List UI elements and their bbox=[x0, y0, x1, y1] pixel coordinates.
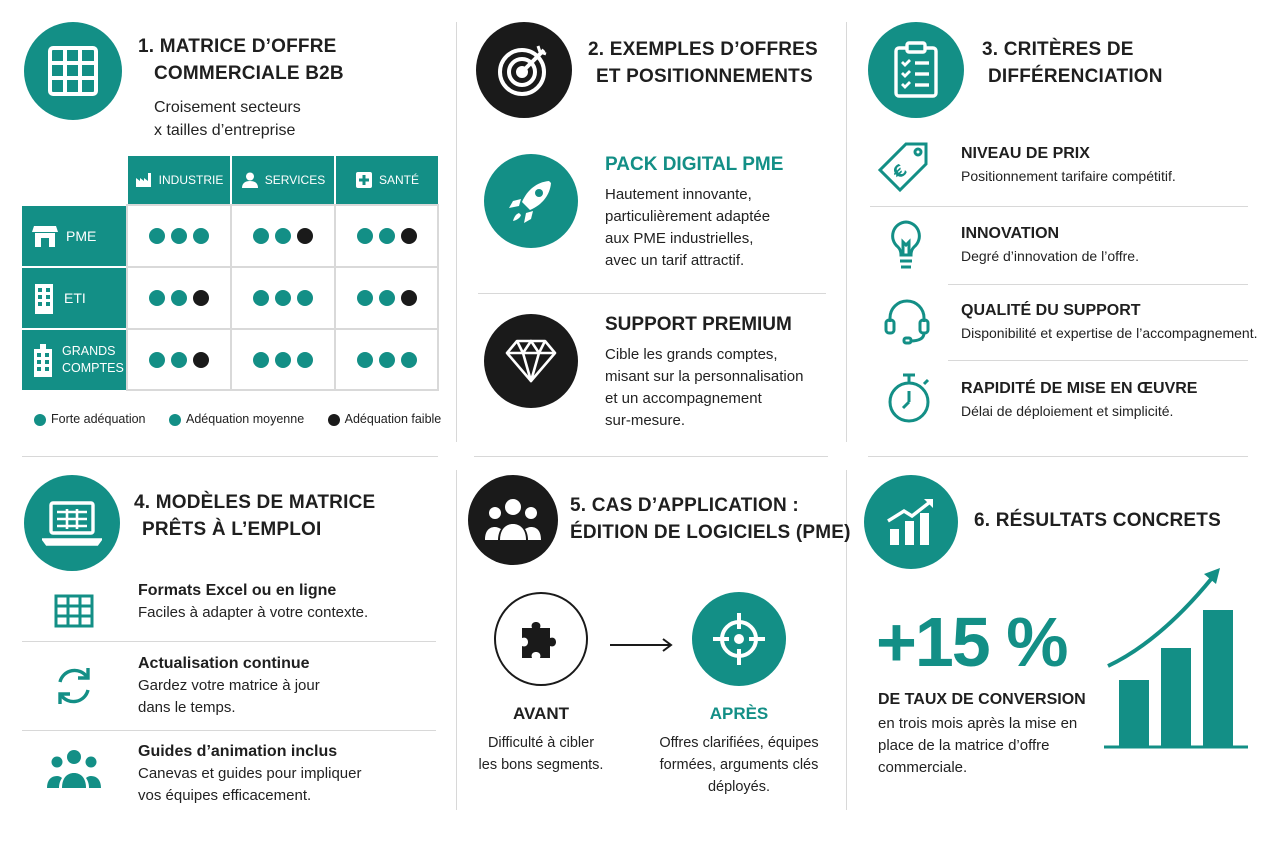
column-header-services: SERVICES bbox=[232, 156, 334, 204]
matrix-cell bbox=[232, 268, 334, 328]
offer-pack-digital: PACK DIGITAL PME Hautement innovante,par… bbox=[605, 154, 783, 272]
growth-arrow bbox=[1107, 576, 1214, 668]
divider bbox=[846, 22, 847, 442]
refresh-icon bbox=[52, 664, 96, 713]
bar-chart-icon bbox=[864, 475, 958, 569]
matrix-legend: Forte adéquation Adéquation moyenne Adéq… bbox=[34, 412, 441, 426]
matrix-cell bbox=[128, 206, 230, 266]
health-cross-icon bbox=[355, 172, 372, 188]
growth-chart-illustration bbox=[1100, 566, 1250, 755]
conversion-result-text: DE TAUX DE CONVERSION en trois mois aprè… bbox=[878, 691, 1086, 776]
column-header-industrie: INDUSTRIE bbox=[128, 156, 230, 204]
shop-icon bbox=[32, 226, 58, 247]
person-icon bbox=[241, 172, 258, 188]
diamond-icon bbox=[484, 314, 578, 408]
group-icon bbox=[468, 475, 558, 565]
matrix-cell bbox=[336, 206, 437, 266]
offer-description: Hautement innovante,particulièrement ada… bbox=[605, 186, 771, 269]
divider bbox=[22, 730, 436, 731]
template-item-guides: Guides d’animation inclus Canevas et gui… bbox=[138, 743, 362, 804]
template-item-formats: Formats Excel ou en ligne Faciles à adap… bbox=[138, 582, 369, 621]
matrix-cell bbox=[232, 330, 334, 389]
puzzle-icon bbox=[494, 592, 588, 686]
criterion-innovation: INNOVATION Degré d’innovation de l’offre… bbox=[961, 225, 1139, 264]
matrix-cell bbox=[128, 268, 230, 328]
laptop-icon bbox=[24, 475, 120, 571]
target-icon bbox=[476, 22, 572, 118]
building-icon bbox=[35, 284, 53, 314]
growth-bar bbox=[1119, 680, 1149, 746]
legend-item: Adéquation faible bbox=[327, 412, 441, 426]
divider bbox=[846, 470, 847, 810]
divider bbox=[22, 456, 438, 457]
section5-title: 5. CAS D’APPLICATION : ÉDITION DE LOGICI… bbox=[570, 495, 851, 543]
rocket-icon bbox=[484, 154, 578, 248]
price-tag-icon: € bbox=[876, 140, 932, 201]
legend-item: Forte adéquation bbox=[34, 412, 146, 426]
matrix-cell bbox=[232, 206, 334, 266]
criterion-rapidite: RAPIDITÉ DE MISE EN ŒUVRE Délai de déplo… bbox=[961, 380, 1198, 419]
divider bbox=[948, 284, 1248, 285]
growth-bar bbox=[1161, 648, 1191, 746]
matrix-cell bbox=[336, 268, 437, 328]
criterion-prix: NIVEAU DE PRIX Positionnement tarifaire … bbox=[961, 145, 1176, 184]
team-icon bbox=[46, 748, 102, 795]
section4-title: 4. MODÈLES DE MATRICE PRÊTS À L’EMPLOI bbox=[134, 492, 376, 540]
divider bbox=[948, 360, 1248, 361]
criterion-support: QUALITÉ DU SUPPORT Disponibilité et expe… bbox=[961, 302, 1258, 341]
section6-title: 6. RÉSULTATS CONCRETS bbox=[974, 510, 1221, 531]
building-icon bbox=[34, 344, 52, 377]
legend-item: Adéquation moyenne bbox=[169, 412, 304, 426]
divider bbox=[456, 470, 457, 810]
divider bbox=[478, 293, 826, 294]
offer-support-premium: SUPPORT PREMIUM Cible les grands comptes… bbox=[605, 314, 803, 432]
matrix-cell bbox=[336, 330, 437, 389]
row-header-pme: PME bbox=[22, 206, 126, 266]
divider bbox=[868, 456, 1248, 457]
growth-arrow-head bbox=[1204, 568, 1220, 584]
offer-description: Cible les grands comptes,misant sur la p… bbox=[605, 346, 804, 429]
divider bbox=[474, 456, 828, 457]
section2-title: 2. EXEMPLES D’OFFRES ET POSITIONNEMENTS bbox=[588, 39, 818, 87]
clipboard-icon bbox=[868, 22, 964, 118]
crosshair-icon bbox=[692, 592, 786, 686]
divider bbox=[456, 22, 457, 442]
arrow-right-icon bbox=[610, 638, 674, 657]
lightbulb-icon bbox=[886, 218, 926, 277]
divider bbox=[22, 641, 436, 642]
column-header-sante: SANTÉ bbox=[336, 156, 438, 204]
divider bbox=[870, 206, 1248, 207]
template-item-actualisation: Actualisation continue Gardez votre matr… bbox=[138, 655, 320, 716]
grid-icon bbox=[24, 22, 122, 120]
section1-subtitle: Croisement secteurs x tailles d’entrepri… bbox=[154, 99, 301, 139]
growth-bar bbox=[1203, 610, 1233, 746]
offer-title: SUPPORT PREMIUM bbox=[605, 314, 792, 335]
matrix-cell bbox=[128, 330, 230, 389]
section1-title: 1. MATRICE D’OFFRE COMMERCIALE B2B bbox=[138, 36, 344, 84]
factory-icon bbox=[135, 173, 151, 187]
headset-icon bbox=[882, 296, 932, 351]
section3-title: 3. CRITÈRES DE DIFFÉRENCIATION bbox=[982, 39, 1163, 87]
spreadsheet-icon bbox=[54, 594, 94, 633]
row-header-eti: ETI bbox=[22, 268, 126, 328]
conversion-increase-value: +15 % bbox=[876, 603, 1068, 681]
stopwatch-icon bbox=[884, 370, 934, 431]
offer-title: PACK DIGITAL PME bbox=[605, 154, 784, 175]
